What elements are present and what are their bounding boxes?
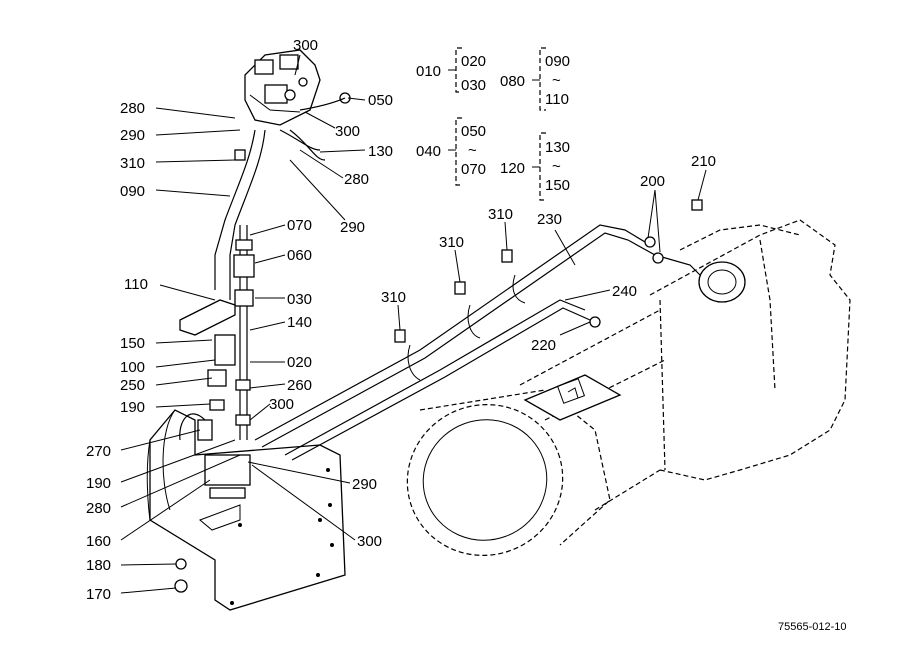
callout-090: 090 <box>120 183 145 200</box>
callout-280-upper: 280 <box>344 171 369 188</box>
floor-plate <box>146 409 346 611</box>
legend-labels: 010 020 030 080 090 ~ 110 040 050 ~ 070 … <box>416 53 570 194</box>
legend-150: 150 <box>545 177 570 194</box>
legend-tilde-1: ~ <box>552 72 561 89</box>
legend-130: 130 <box>545 139 570 156</box>
callout-020: 020 <box>287 354 312 371</box>
legend-020: 020 <box>461 53 486 70</box>
callout-170: 170 <box>86 586 111 603</box>
callout-100: 100 <box>120 359 145 376</box>
callout-290-lower: 290 <box>352 476 377 493</box>
drawing-number: 75565-012-10 <box>778 621 847 633</box>
callout-300-upper: 300 <box>335 123 360 140</box>
callout-labels: 300 050 280 290 300 130 310 280 090 290 … <box>86 37 716 603</box>
callout-280-lower: 280 <box>86 500 111 517</box>
legend-120: 120 <box>500 160 525 177</box>
callout-310-left: 310 <box>120 155 145 172</box>
callout-150: 150 <box>120 335 145 352</box>
callout-160: 160 <box>86 533 111 550</box>
callout-180: 180 <box>86 557 111 574</box>
callout-270: 270 <box>86 443 111 460</box>
callout-300-lower: 300 <box>357 533 382 550</box>
control-valve <box>244 49 351 126</box>
legend-030: 030 <box>461 77 486 94</box>
callout-280-top: 280 <box>120 100 145 117</box>
callout-250: 250 <box>120 377 145 394</box>
callout-300-top: 300 <box>293 37 318 54</box>
callout-290-top: 290 <box>120 127 145 144</box>
pipe-lines <box>174 97 703 593</box>
callout-310-c: 310 <box>488 206 513 223</box>
callout-230: 230 <box>537 211 562 228</box>
legend-tilde-2: ~ <box>468 142 477 159</box>
legend-080: 080 <box>500 73 525 90</box>
legend-090: 090 <box>545 53 570 70</box>
callout-260: 260 <box>287 377 312 394</box>
callout-110: 110 <box>124 276 148 293</box>
callout-070: 070 <box>287 217 312 234</box>
callout-050: 050 <box>368 92 393 109</box>
callout-030: 030 <box>287 291 312 308</box>
callout-310-b: 310 <box>439 234 464 251</box>
legend-070: 070 <box>461 161 486 178</box>
legend-040: 040 <box>416 143 441 160</box>
callout-190-lower: 190 <box>86 475 111 492</box>
callout-200: 200 <box>640 173 665 190</box>
leader-lines <box>120 54 707 594</box>
callout-240: 240 <box>612 283 637 300</box>
callout-290-upper: 290 <box>340 219 365 236</box>
callout-130: 130 <box>368 143 393 160</box>
callout-300-mid: 300 <box>269 396 294 413</box>
callout-060: 060 <box>287 247 312 264</box>
callout-310-a: 310 <box>381 289 406 306</box>
legend-110: 110 <box>545 91 569 108</box>
legend-050: 050 <box>461 123 486 140</box>
callout-220: 220 <box>531 337 556 354</box>
callout-210: 210 <box>691 153 716 170</box>
callout-140: 140 <box>287 314 312 331</box>
transmission-housing <box>406 219 851 556</box>
legend-010: 010 <box>416 63 441 80</box>
legend-tilde-3: ~ <box>552 158 561 175</box>
legend-brackets <box>448 47 546 201</box>
callout-190-upper: 190 <box>120 399 145 416</box>
